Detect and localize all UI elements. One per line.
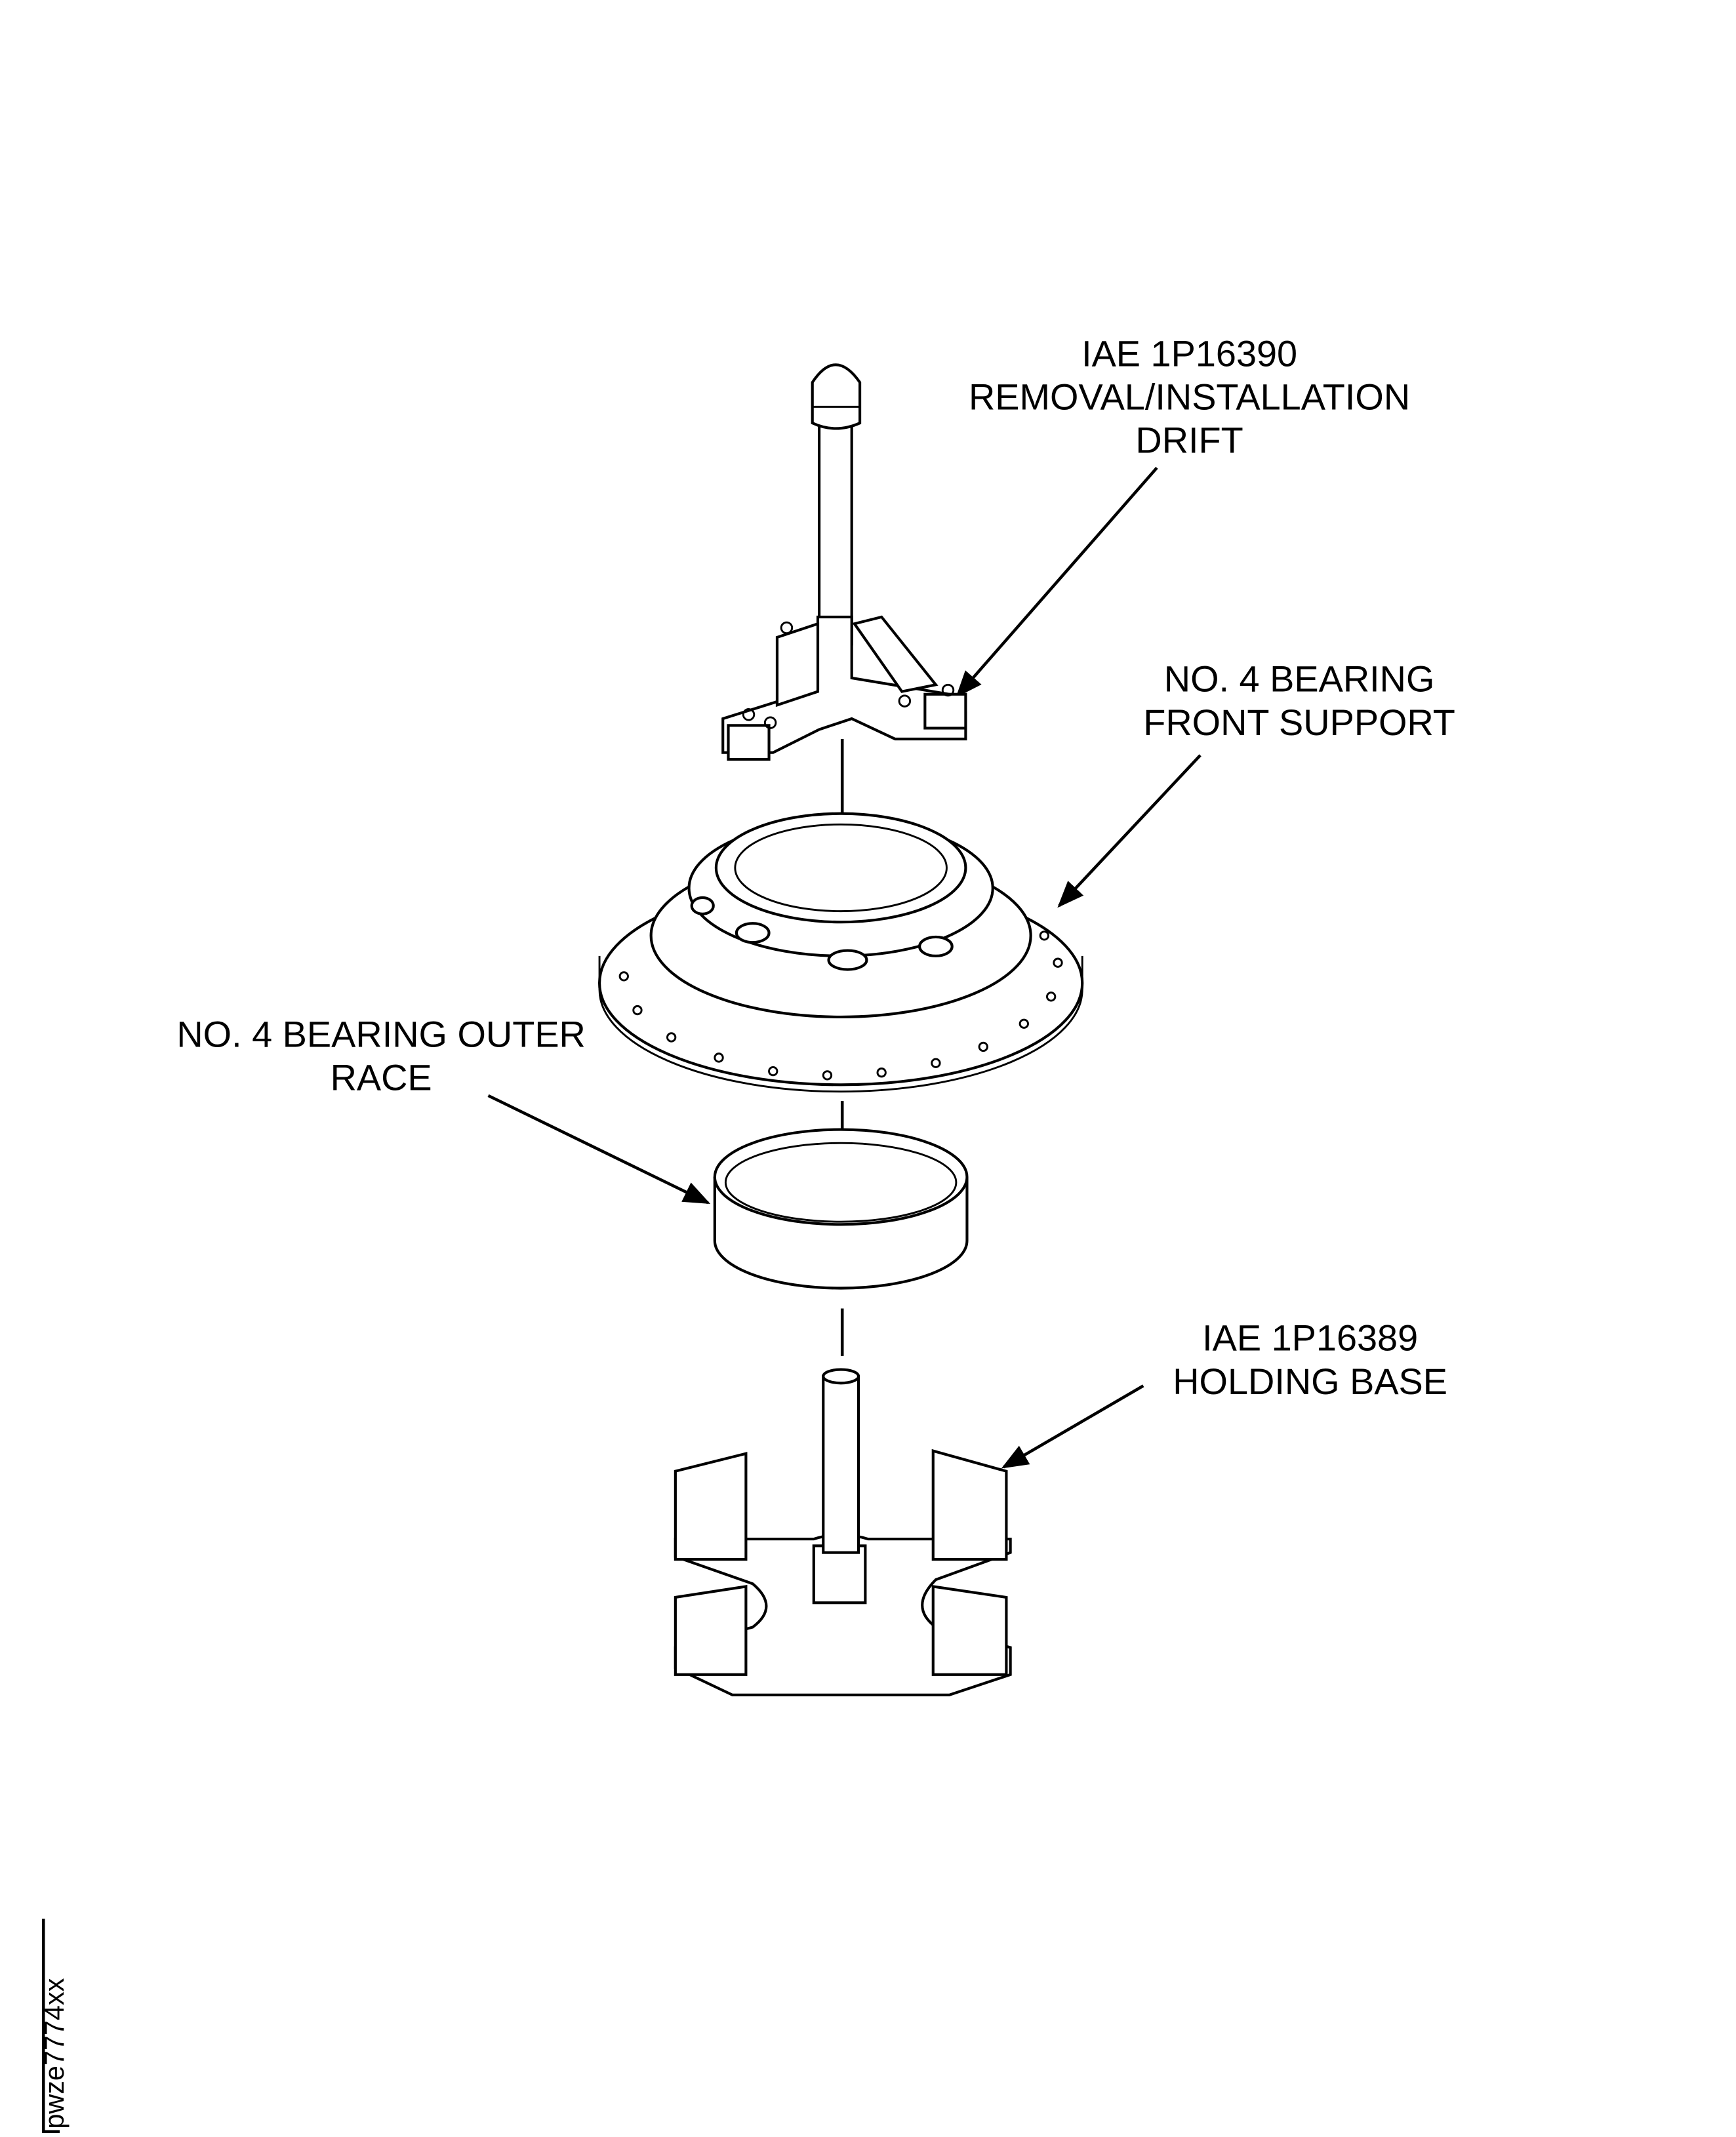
figure-id: pwze7774xx [39,1919,70,2134]
outer-race-label-line-2: RACE [331,1057,432,1098]
removal-installation-drift [721,363,967,761]
front-support-label-line-2: FRONT SUPPORT [1143,702,1455,743]
drift-label: IAE 1P16390 REMOVAL/INSTALLATION DRIFT [969,332,1410,460]
holding-base-label-line-2: HOLDING BASE [1173,1361,1447,1402]
no4-bearing-front-support [597,812,1084,1093]
outer-race-label: NO. 4 BEARING OUTER RACE [176,1013,586,1098]
drift-label-line-3: DRIFT [1135,420,1243,461]
holding-base-leader-arrow [1001,1384,1144,1469]
outer-race-label-line-1: NO. 4 BEARING OUTER [176,1013,586,1054]
flange-bolt-holes [618,930,1063,1081]
figure-id-text: pwze7774xx [39,1978,70,2128]
holding-base [674,1368,1012,1696]
holding-base-label-line-1: IAE 1P16389 [1202,1317,1418,1359]
no4-bearing-outer-race [713,1128,969,1290]
outer-race-leader-arrow [487,1094,711,1205]
drift-leader-arrow [956,466,1158,698]
front-support-leader-arrow [1057,754,1201,908]
front-support-label-line-1: NO. 4 BEARING [1164,658,1435,700]
drift-label-line-2: REMOVAL/INSTALLATION [969,376,1410,418]
front-support-label: NO. 4 BEARING FRONT SUPPORT [1143,658,1455,743]
holding-base-label: IAE 1P16389 HOLDING BASE [1173,1317,1447,1402]
drift-label-line-1: IAE 1P16390 [1081,332,1297,374]
